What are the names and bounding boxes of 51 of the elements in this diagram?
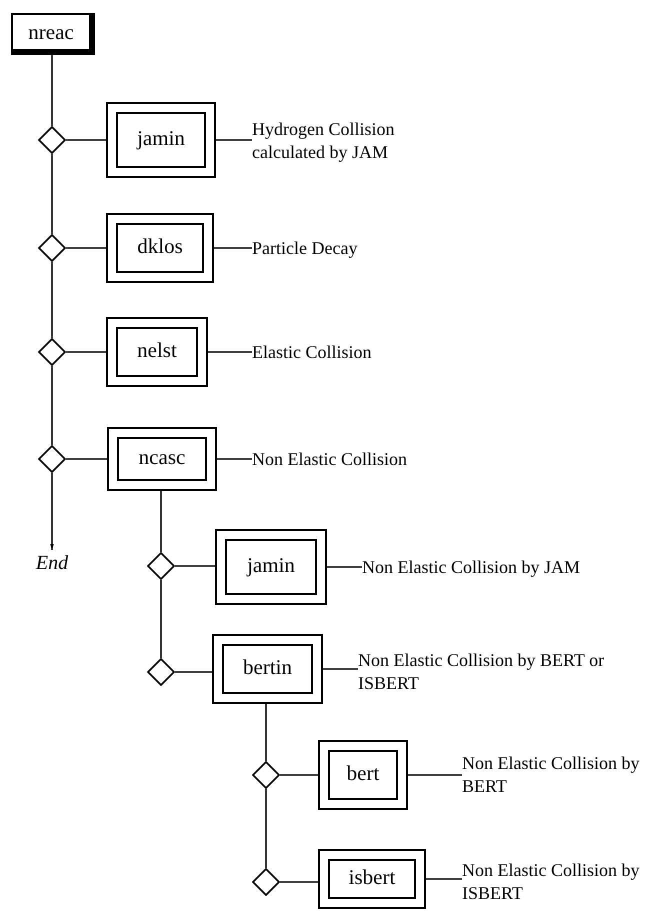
description-text: Elastic Collision: [252, 340, 452, 364]
decision-diamond: [38, 445, 66, 473]
connector-line: [265, 789, 267, 868]
connector-line: [160, 580, 162, 658]
description-text: Non Elastic Collision by BERT: [462, 752, 670, 798]
description-text: Non Elastic Collision by BERT or ISBERT: [358, 649, 638, 695]
connector-line: [51, 366, 53, 445]
decision-diamond: [147, 658, 175, 686]
connector-line: [51, 154, 53, 234]
process-box: dklos: [106, 213, 214, 283]
decision-diamond: [252, 761, 280, 789]
connector-line: [280, 774, 318, 776]
connector-line: [214, 247, 252, 249]
end-label: End: [30, 550, 74, 576]
arrow: [50, 473, 54, 550]
decision-diamond: [38, 234, 66, 262]
process-box: jamin: [106, 102, 216, 178]
connector-line: [280, 881, 318, 883]
description-text: Non Elastic Collision: [252, 447, 492, 471]
decision-diamond: [38, 126, 66, 154]
connector-line: [175, 671, 212, 673]
connector-line: [175, 565, 215, 567]
decision-diamond: [147, 552, 175, 580]
description-text: Non Elastic Collision by JAM: [362, 544, 602, 590]
process-box: nelst: [106, 317, 208, 387]
process-box: isbert: [318, 849, 426, 909]
process-box: ncasc: [107, 427, 217, 491]
connector-line: [66, 247, 106, 249]
connector-line: [265, 704, 267, 761]
description-text: Particle Decay: [252, 236, 452, 260]
connector-line: [216, 139, 252, 141]
process-box: bert: [318, 740, 408, 810]
connector-line: [323, 668, 358, 670]
decision-diamond: [38, 338, 66, 366]
description-text: Non Elastic Collision by ISBERT: [462, 859, 670, 905]
connector-line: [160, 491, 162, 552]
connector-line: [426, 878, 462, 880]
connector-line: [408, 774, 462, 776]
connector-line: [51, 262, 53, 338]
connector-line: [66, 139, 106, 141]
start-box: nreac: [11, 13, 95, 55]
description-text: Hydrogen Collision calculated by JAM: [252, 118, 452, 164]
connector-line: [208, 351, 252, 353]
connector-line: [217, 458, 252, 460]
connector-line: [51, 55, 53, 126]
process-box: jamin: [215, 529, 327, 605]
connector-line: [327, 566, 362, 568]
connector-line: [66, 458, 107, 460]
process-box: bertin: [212, 634, 323, 704]
decision-diamond: [252, 868, 280, 896]
connector-line: [66, 351, 106, 353]
